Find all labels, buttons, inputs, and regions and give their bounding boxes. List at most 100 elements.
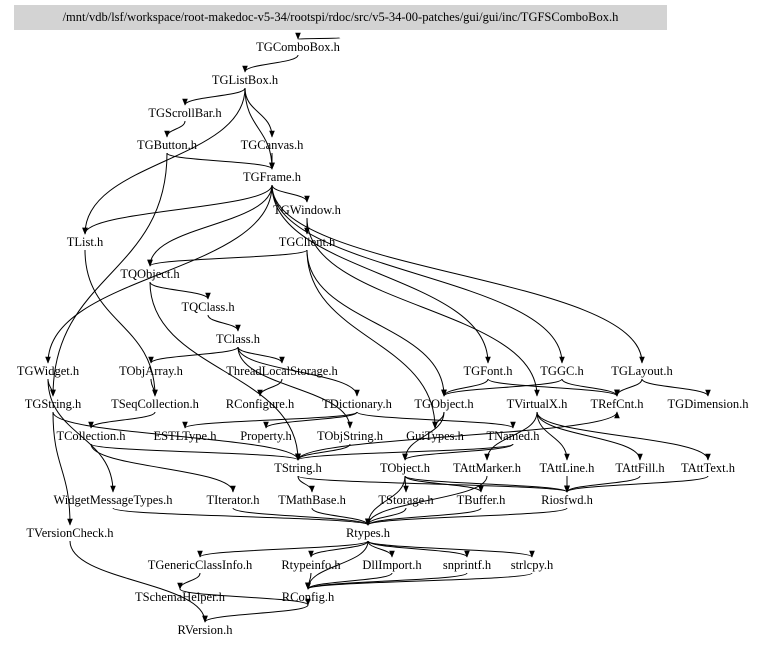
node-label: TGGC.h: [540, 364, 584, 378]
node-label: TClass.h: [216, 332, 261, 346]
node-tatt-marker[interactable]: TAttMarker.h: [453, 461, 522, 475]
node-tglayout[interactable]: TGLayout.h: [611, 364, 673, 378]
node-tgwidget[interactable]: TGWidget.h: [17, 364, 80, 378]
node-rversion[interactable]: RVersion.h: [178, 623, 234, 637]
edge-tggc-to-tgobject: [441, 378, 563, 397]
node-tmath-base[interactable]: TMathBase.h: [278, 493, 346, 507]
node-label: TAttText.h: [681, 461, 736, 475]
node-tglist-box[interactable]: TGListBox.h: [212, 73, 279, 87]
edge-tobj-array-to-tseq-collection: [150, 378, 158, 397]
edge-tgclient-to-gui-types: [306, 249, 438, 429]
edge-widget-message-types-to-rtypes: [112, 507, 371, 526]
node-strlcpy[interactable]: strlcpy.h: [511, 558, 554, 572]
node-tgfont[interactable]: TGFont.h: [464, 364, 514, 378]
node-tobject[interactable]: TObject.h: [380, 461, 431, 475]
node-tstring[interactable]: TString.h: [274, 461, 322, 475]
edge-tglist-box-to-tlist: [82, 87, 246, 235]
edge-tobject-to-tbuffer: [404, 475, 484, 493]
node-tgscroll-bar[interactable]: TGScrollBar.h: [148, 106, 222, 120]
node-tqobject[interactable]: TQObject.h: [120, 267, 180, 281]
node-label: TNamed.h: [486, 429, 540, 443]
node-tref-cnt[interactable]: TRefCnt.h: [590, 397, 644, 411]
node-thread-local-storage[interactable]: ThreadLocalStorage.h: [226, 364, 338, 378]
node-tobj-array[interactable]: TObjArray.h: [119, 364, 184, 378]
node-tvirtual-x[interactable]: TVirtualX.h: [507, 397, 568, 411]
node-widget-message-types[interactable]: WidgetMessageTypes.h: [53, 493, 173, 507]
root-file-node[interactable]: /mnt/vdb/lsf/workspace/root-makedoc-v5-3…: [14, 5, 667, 30]
edge-tgstring-to-tstring: [52, 411, 301, 461]
node-rtypes[interactable]: Rtypes.h: [346, 526, 391, 540]
node-tgeneric-class-info[interactable]: TGenericClassInfo.h: [148, 558, 253, 572]
node-label: TIterator.h: [206, 493, 260, 507]
node-tseq-collection[interactable]: TSeqCollection.h: [111, 397, 200, 411]
node-tgbutton[interactable]: TGButton.h: [137, 138, 198, 152]
node-label: TGString.h: [25, 397, 82, 411]
node-label: TGWindow.h: [273, 203, 342, 217]
node-label: TGButton.h: [137, 138, 198, 152]
edge-thread-local-storage-to-rconfigure: [257, 378, 283, 397]
node-titerator[interactable]: TIterator.h: [206, 493, 260, 507]
node-label: strlcpy.h: [511, 558, 554, 572]
node-rconfig[interactable]: RConfig.h: [282, 590, 335, 604]
node-property[interactable]: Property.h: [240, 429, 292, 443]
edge-tvirtual-x-to-tatt-text: [536, 411, 711, 461]
edge-tatt-marker-to-rtypes: [365, 475, 488, 526]
node-gui-types[interactable]: GuiTypes.h: [406, 429, 465, 443]
node-label: TObjArray.h: [119, 364, 184, 378]
node-tstorage[interactable]: TStorage.h: [378, 493, 434, 507]
node-tatt-text[interactable]: TAttText.h: [681, 461, 736, 475]
node-dll-import[interactable]: DllImport.h: [362, 558, 422, 572]
node-tbuffer[interactable]: TBuffer.h: [457, 493, 506, 507]
node-tobj-string[interactable]: TObjString.h: [317, 429, 384, 443]
node-tggc[interactable]: TGGC.h: [540, 364, 584, 378]
node-riosfwd[interactable]: Riosfwd.h: [541, 493, 593, 507]
node-snprintf[interactable]: snprintf.h: [443, 558, 492, 572]
node-tdictionary[interactable]: TDictionary.h: [322, 397, 392, 411]
node-tclass[interactable]: TClass.h: [216, 332, 261, 346]
edge-tobject-to-riosfwd: [404, 475, 570, 493]
node-tatt-fill[interactable]: TAttFill.h: [615, 461, 665, 475]
edge-titerator-to-rtypes: [232, 507, 371, 526]
node-label: Rtypes.h: [346, 526, 391, 540]
edge-tgwindow-to-tvirtual-x: [306, 217, 540, 397]
node-tcollection[interactable]: TCollection.h: [56, 429, 126, 443]
node-tgdimension[interactable]: TGDimension.h: [668, 397, 750, 411]
node-label: TBuffer.h: [457, 493, 506, 507]
node-tqclass[interactable]: TQClass.h: [181, 300, 235, 314]
edge-tvirtual-x-to-tatt-fill: [536, 411, 643, 461]
node-rtypeinfo[interactable]: Rtypeinfo.h: [281, 558, 341, 572]
edge-tversion-check-to-rversion: [69, 540, 208, 623]
node-label: TGListBox.h: [212, 73, 279, 87]
node-label: TGObject.h: [414, 397, 474, 411]
node-tgclient[interactable]: TGClient.h: [279, 235, 336, 249]
node-tgcanvas[interactable]: TGCanvas.h: [241, 138, 305, 152]
edge-tgframe-to-tgfont: [271, 184, 491, 364]
node-tgobject[interactable]: TGObject.h: [414, 397, 474, 411]
node-estltype[interactable]: ESTLType.h: [154, 429, 218, 443]
edge-riosfwd-to-rtypes: [365, 507, 568, 526]
edge-strlcpy-to-rconfig: [305, 572, 533, 590]
node-label: RConfigure.h: [226, 397, 295, 411]
node-tgcombo-box[interactable]: TGComboBox.h: [256, 40, 340, 54]
edge-rtypes-to-rtypeinfo: [308, 540, 369, 558]
node-label: Property.h: [240, 429, 292, 443]
edge-tggc-to-tref-cnt: [561, 378, 620, 397]
edge-tclass-to-thread-local-storage: [237, 346, 285, 364]
edge-tgwidget-to-widget-message-types: [47, 378, 116, 493]
node-rconfigure[interactable]: RConfigure.h: [226, 397, 295, 411]
edge-tgframe-to-tlist: [82, 184, 273, 235]
node-tatt-line[interactable]: TAttLine.h: [540, 461, 596, 475]
node-tnamed[interactable]: TNamed.h: [486, 429, 540, 443]
node-tgstring[interactable]: TGString.h: [25, 397, 82, 411]
node-label: TSchemaHelper.h: [135, 590, 226, 604]
edge-tgframe-to-tglayout: [271, 184, 645, 364]
edge-rconfig-to-rversion: [202, 604, 309, 623]
node-tlist[interactable]: TList.h: [67, 235, 104, 249]
node-label: TGWidget.h: [17, 364, 80, 378]
node-tversion-check[interactable]: TVersionCheck.h: [26, 526, 114, 540]
edge-tglayout-to-tref-cnt: [614, 378, 643, 397]
node-tschema-helper[interactable]: TSchemaHelper.h: [135, 590, 226, 604]
node-tgframe[interactable]: TGFrame.h: [243, 170, 302, 184]
edge-tqobject-to-tstring: [149, 281, 301, 461]
node-tgwindow[interactable]: TGWindow.h: [273, 203, 342, 217]
